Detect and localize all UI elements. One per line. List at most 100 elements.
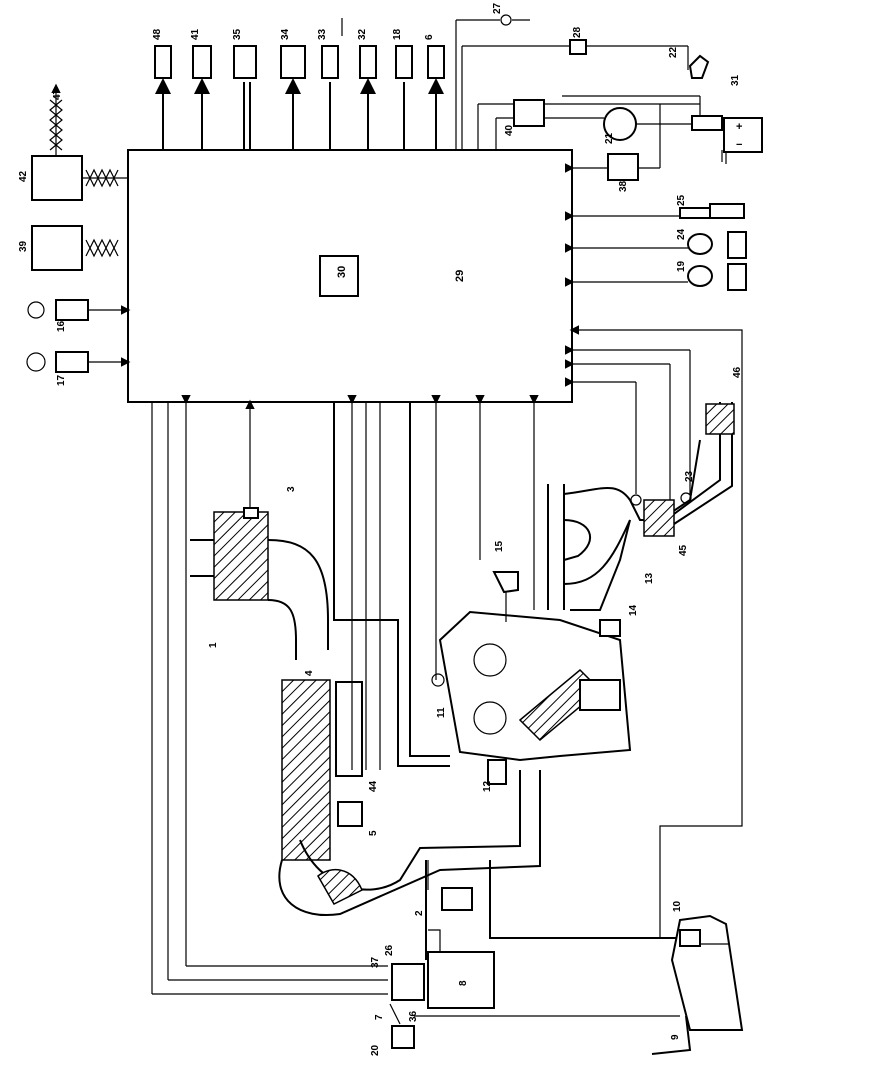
- fitting-20: [391, 1025, 415, 1049]
- valve-2: [441, 887, 473, 911]
- air-filter-1: [213, 511, 269, 601]
- callout-21: 21: [604, 132, 615, 144]
- callout-5: 5: [368, 830, 379, 836]
- actuator-5: [337, 801, 363, 827]
- fuel-system: [389, 325, 744, 1055]
- callout-27: 27: [492, 2, 503, 14]
- ecu-inner-module: [319, 255, 359, 297]
- callout-17: 17: [56, 374, 67, 386]
- callout-33: 33: [317, 28, 328, 40]
- callout-1: 1: [208, 642, 219, 648]
- fuse-28: [569, 39, 587, 55]
- callout-45: 45: [678, 544, 689, 556]
- callout-3: 3: [286, 486, 297, 492]
- callout-38: 38: [618, 180, 629, 192]
- canister-8: [427, 951, 495, 1009]
- exhaust-system: [547, 345, 735, 611]
- callout-4: 4: [304, 670, 315, 676]
- callout-23: 23: [684, 470, 695, 482]
- battery-plus: +: [736, 121, 742, 133]
- ecu-lower-wires: [151, 394, 539, 995]
- callout-13: 13: [644, 572, 655, 584]
- fuse-31a: [691, 115, 723, 131]
- sensor-17: [55, 351, 89, 373]
- callout-7: 7: [374, 1014, 385, 1020]
- component-6: [427, 45, 445, 79]
- fuel-pump-10: [679, 929, 701, 947]
- callout-32: 32: [357, 28, 368, 40]
- component-48: [154, 45, 172, 79]
- callout-28: 28: [572, 26, 583, 38]
- sensor-25-body: [709, 203, 745, 219]
- battery-minus: −: [736, 139, 742, 151]
- callout-22: 22: [668, 46, 679, 58]
- callout-26: 26: [384, 944, 395, 956]
- idle-control-44: [335, 681, 363, 777]
- switch-33: [321, 45, 339, 79]
- injector-12: [487, 759, 507, 785]
- callout-36: 36: [408, 1010, 419, 1022]
- callout-47: 47: [52, 88, 63, 100]
- battery-31: [723, 117, 763, 153]
- callout-48: 48: [152, 28, 163, 40]
- callout-31: 31: [730, 74, 741, 86]
- callout-35: 35: [232, 28, 243, 40]
- callout-6: 6: [424, 34, 435, 40]
- air-intake: [190, 399, 541, 916]
- catalyst-45: [643, 499, 675, 537]
- callout-16: 16: [56, 320, 67, 332]
- callout-12: 12: [482, 780, 493, 792]
- valve-block-36: [391, 963, 425, 1001]
- callout-9: 9: [670, 1034, 681, 1040]
- ecu-label: 29: [454, 270, 466, 282]
- callout-10: 10: [672, 900, 683, 912]
- component-18: [395, 45, 413, 79]
- callout-37: 37: [370, 956, 381, 968]
- callout-34: 34: [280, 28, 291, 40]
- sensor-24-body: [727, 231, 747, 259]
- top-components: [154, 18, 445, 150]
- muffler-46: [705, 403, 735, 435]
- callout-2: 2: [414, 910, 425, 916]
- right-sensors: [564, 203, 747, 291]
- left-modules: [26, 83, 131, 373]
- sensor-3: [243, 507, 259, 519]
- callout-11: 11: [436, 707, 447, 718]
- callout-14: 14: [628, 604, 639, 616]
- sensor-27: [500, 14, 512, 26]
- throttle-body-4: [281, 679, 331, 861]
- callout-42: 42: [18, 170, 29, 182]
- sensor-14: [599, 619, 621, 637]
- engine-block: [431, 571, 632, 860]
- callout-8: 8: [458, 980, 469, 986]
- component-35: [233, 45, 257, 79]
- callout-20: 20: [370, 1044, 381, 1056]
- sensor-22: [688, 54, 710, 79]
- callout-18: 18: [392, 28, 403, 40]
- sensor-15: [492, 571, 519, 594]
- module-42: [31, 155, 83, 201]
- callout-46: 46: [732, 366, 743, 378]
- callout-41: 41: [190, 28, 201, 40]
- component-41: [192, 45, 212, 79]
- callout-15: 15: [494, 540, 505, 552]
- callout-24: 24: [676, 228, 687, 240]
- relay-38: [607, 153, 639, 181]
- o2-sensor-23: [680, 492, 692, 504]
- sensor-16: [55, 299, 89, 321]
- power-relay-wiring: + −: [455, 14, 763, 181]
- callout-19: 19: [676, 260, 687, 272]
- callout-40: 40: [504, 124, 515, 136]
- ecu-inner-label: 30: [336, 266, 348, 278]
- sensor-11: [431, 673, 445, 687]
- module-39: [31, 225, 83, 271]
- relay-40: [513, 99, 545, 127]
- o2-sensor-13: [630, 494, 642, 506]
- callout-25: 25: [676, 194, 687, 206]
- callout-44: 44: [368, 780, 379, 792]
- callout-39: 39: [18, 240, 29, 252]
- sensor-19-body: [727, 263, 747, 291]
- component-32: [359, 45, 377, 79]
